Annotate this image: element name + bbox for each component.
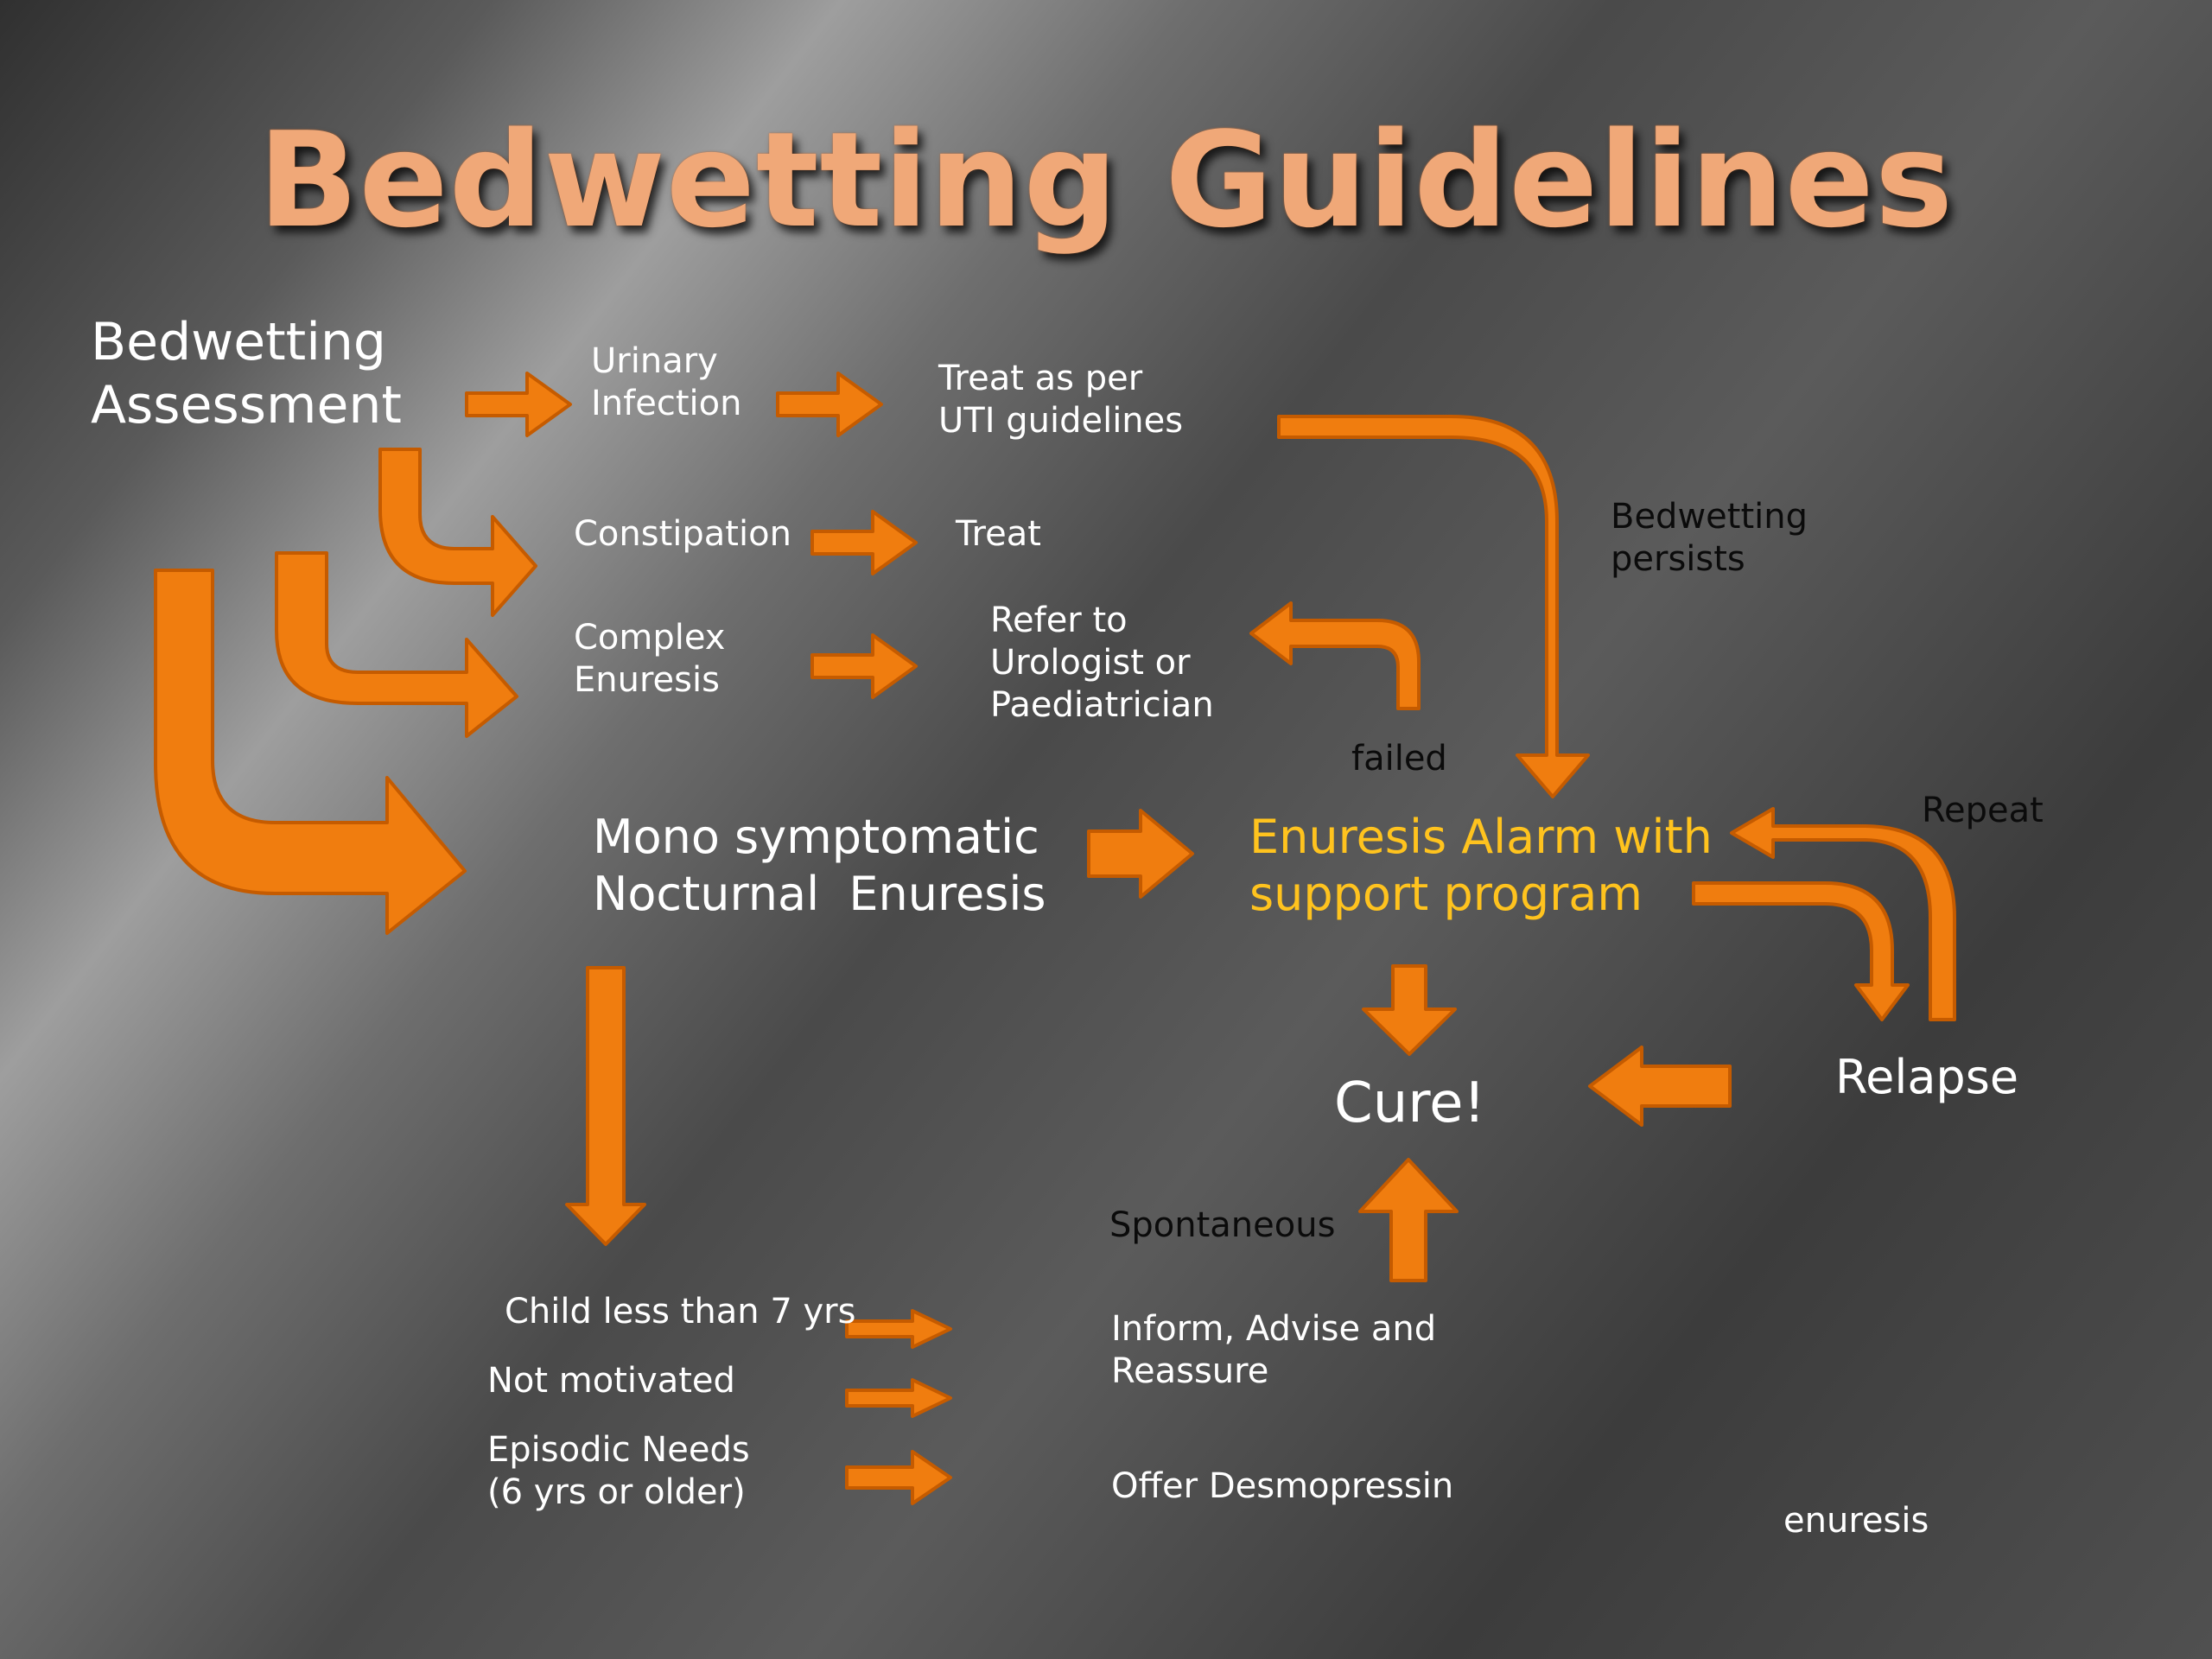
- arrow-spontaneous-to-cure: [1358, 1158, 1459, 1282]
- node-complex-enuresis: Complex Enuresis: [574, 618, 726, 700]
- arrow-assessment-to-uti: [465, 372, 572, 437]
- node-offer-desmopressin: Offer Desmopressin: [1111, 1466, 1454, 1506]
- arrow-assessment-to-constipation: [378, 448, 537, 617]
- arrow-alarm-to-cure: [1362, 964, 1457, 1056]
- label-bedwetting-persists: Bedwetting persists: [1611, 497, 1808, 579]
- node-mono-symptomatic: Mono symptomatic Nocturnal Enuresis: [593, 810, 1046, 921]
- node-urinary-infection: Urinary Infection: [591, 341, 742, 423]
- node-enuresis-alarm: Enuresis Alarm with support program: [1249, 810, 1713, 921]
- arrow-alarm-to-relapse: [1692, 881, 1910, 1021]
- arrow-mono-to-alarm: [1087, 809, 1194, 899]
- arrow-assessment-to-complex: [275, 551, 518, 738]
- arrow-constipation-to-treat: [810, 510, 918, 575]
- arrow-relapse-to-cure: [1588, 1046, 1732, 1127]
- node-treat-uti: Treat as per UTI guidelines: [938, 359, 1184, 441]
- arrow-complex-to-refer: [810, 633, 918, 699]
- arrow-uti-to-treat: [776, 372, 883, 437]
- footer-caption: enuresis: [1783, 1501, 1929, 1541]
- arrow-episodic-to-desmopressin: [845, 1450, 952, 1505]
- slide-title: Bedwetting Guidelines: [257, 104, 1955, 257]
- node-child-less-than-7: Child less than 7 yrs: [505, 1292, 856, 1332]
- arrow-mono-down: [565, 966, 646, 1246]
- node-cure: Cure!: [1334, 1071, 1486, 1135]
- label-failed: failed: [1351, 739, 1447, 779]
- node-episodic-needs: Episodic Needs (6 yrs or older): [487, 1430, 750, 1512]
- node-constipation: Constipation: [574, 514, 791, 554]
- node-treat: Treat: [956, 514, 1041, 554]
- node-inform-advise: Inform, Advise and Reassure: [1111, 1309, 1437, 1391]
- node-relapse: Relapse: [1835, 1050, 2019, 1104]
- arrow-failed-to-refer: [1249, 601, 1421, 710]
- label-repeat: Repeat: [1922, 791, 2044, 830]
- node-bedwetting-assessment: Bedwetting Assessment: [91, 312, 402, 436]
- node-refer: Refer to Urologist or Paediatrician: [990, 601, 1214, 725]
- node-not-motivated: Not motivated: [487, 1361, 735, 1401]
- arrow-uti-to-alarm: [1277, 415, 1590, 798]
- arrow-notmotivated-to-inform: [845, 1378, 952, 1418]
- arrow-assessment-to-mono: [154, 569, 467, 935]
- arrow-child-to-inform: [845, 1309, 952, 1349]
- label-spontaneous: Spontaneous: [1109, 1205, 1336, 1245]
- arrow-relapse-repeat: [1730, 807, 1956, 1021]
